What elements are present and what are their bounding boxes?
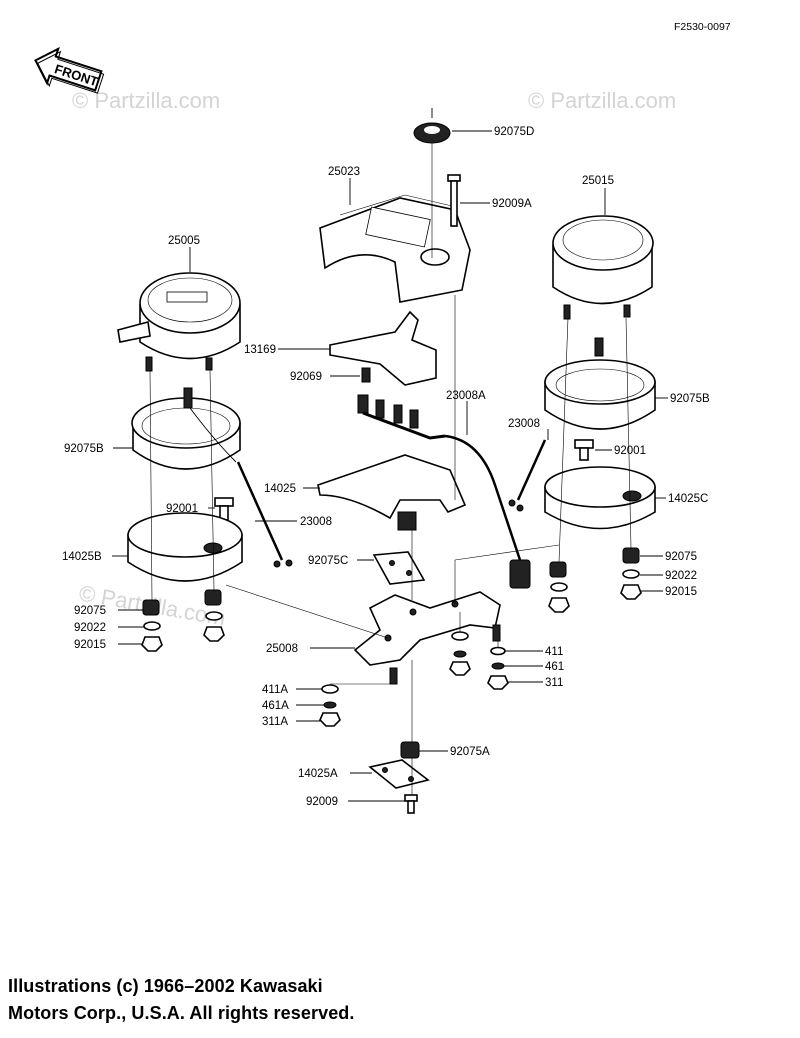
label-23008A: 23008A bbox=[446, 390, 486, 402]
grommet-stack-right bbox=[548, 547, 642, 613]
bracket-25008 bbox=[353, 591, 501, 685]
leader-lines bbox=[112, 130, 668, 802]
label-92075B-left: 92075B bbox=[64, 443, 104, 455]
label-92069: 92069 bbox=[290, 371, 322, 383]
copyright-line-2: Motors Corp., U.S.A. All rights reserved… bbox=[8, 1003, 355, 1023]
figure-code: F2530-0097 bbox=[674, 21, 731, 33]
label-311: 311 bbox=[545, 677, 563, 689]
speedometer-25005 bbox=[117, 272, 241, 372]
label-92075-right: 92075 bbox=[665, 551, 697, 563]
watermark: © Partzilla.com bbox=[528, 88, 676, 113]
label-92001-right: 92001 bbox=[614, 445, 646, 457]
grommet-stack-left bbox=[141, 589, 225, 652]
label-23008-right: 23008 bbox=[508, 418, 540, 430]
holder-13169 bbox=[329, 310, 437, 386]
label-25005: 25005 bbox=[168, 235, 200, 247]
cup-14025B bbox=[127, 512, 243, 582]
label-13169: 13169 bbox=[244, 344, 276, 356]
label-14025: 14025 bbox=[264, 483, 296, 495]
label-411A: 411A bbox=[262, 684, 288, 696]
watermark: © Partzilla.com bbox=[72, 88, 220, 113]
label-23008-left: 23008 bbox=[300, 516, 332, 528]
cover-92075B-right bbox=[544, 337, 656, 430]
copyright-line-1: Illustrations (c) 1966–2002 Kawasaki bbox=[8, 976, 323, 996]
bracket-14025 bbox=[317, 454, 467, 531]
label-311A: 311A bbox=[262, 716, 288, 728]
label-14025B: 14025B bbox=[62, 551, 102, 563]
label-461A: 461A bbox=[262, 700, 289, 712]
label-411: 411 bbox=[545, 646, 563, 658]
label-92009: 92009 bbox=[306, 796, 338, 808]
label-92075D: 92075D bbox=[494, 126, 534, 138]
socket-cluster bbox=[357, 394, 446, 440]
cup-14025C bbox=[544, 466, 656, 530]
tachometer-25015 bbox=[552, 215, 654, 320]
cover-92075B-left bbox=[131, 387, 241, 470]
guide-lines bbox=[149, 143, 632, 795]
label-25023: 25023 bbox=[328, 166, 360, 178]
label-92075-left: 92075 bbox=[74, 605, 106, 617]
label-92009A: 92009A bbox=[492, 198, 532, 210]
label-92075B-right: 92075B bbox=[670, 393, 710, 405]
label-92022-left: 92022 bbox=[74, 622, 106, 634]
front-arrow-icon: FRONT bbox=[34, 46, 105, 94]
label-92075A: 92075A bbox=[450, 746, 490, 758]
label-14025A: 14025A bbox=[298, 768, 338, 780]
label-92015-right: 92015 bbox=[665, 586, 697, 598]
label-461: 461 bbox=[545, 661, 564, 673]
label-92075C: 92075C bbox=[308, 555, 348, 567]
label-25015: 25015 bbox=[582, 175, 614, 187]
part-labels: 25005 25023 25015 92075D 92009A 13169 92… bbox=[62, 126, 710, 808]
label-25008: 25008 bbox=[266, 643, 298, 655]
label-92022-right: 92022 bbox=[665, 570, 697, 582]
housing-25023 bbox=[319, 194, 471, 303]
label-92001-left: 92001 bbox=[166, 503, 198, 515]
label-92015-left: 92015 bbox=[74, 639, 106, 651]
label-14025C: 14025C bbox=[668, 493, 708, 505]
